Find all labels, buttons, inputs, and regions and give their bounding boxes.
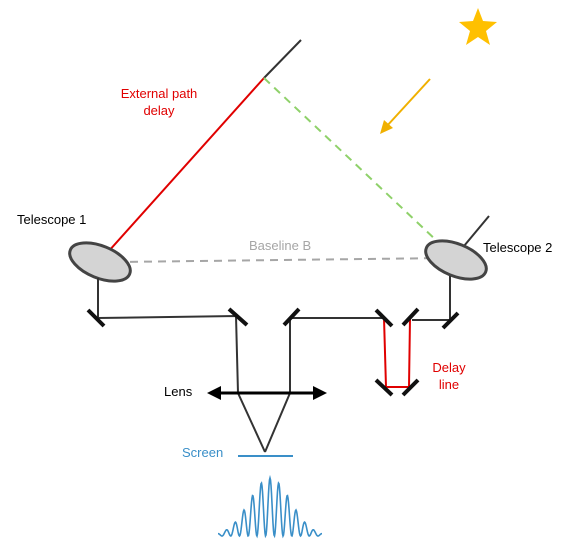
- delay-line-label: Delay: [432, 360, 466, 375]
- mirror-left-bottom: [86, 308, 106, 328]
- starlight-path-dashed: [263, 77, 455, 258]
- baseline-line: [115, 257, 448, 263]
- wavefront-line: [263, 39, 302, 79]
- interference-fringe-pattern: [218, 474, 322, 539]
- mirror-delay-top-left: [374, 308, 394, 328]
- telescope-2-mirror: [424, 239, 488, 281]
- telescope-2-label: Telescope 2: [483, 240, 552, 255]
- star-icon: [459, 8, 497, 45]
- telescope-1-label: Telescope 1: [17, 212, 86, 227]
- external-path-delay-label: External path: [121, 86, 198, 101]
- lens: [207, 386, 327, 400]
- telescope-1-mirror: [68, 241, 132, 283]
- external-path-delay-label-2: delay: [143, 103, 175, 118]
- mirror-right: [441, 311, 460, 330]
- external-path-delay-line: [98, 77, 265, 263]
- lens-label: Lens: [164, 384, 193, 399]
- mirror-center-right: [282, 307, 301, 327]
- delay-line-label-2: line: [439, 377, 459, 392]
- screen-label: Screen: [182, 445, 223, 460]
- mirror-delay-bottom-left: [374, 378, 394, 397]
- baseline-label: Baseline B: [249, 238, 311, 253]
- mirrors: [86, 307, 460, 397]
- mirror-center-left: [227, 307, 249, 327]
- mirror-delay-top-right: [401, 307, 420, 327]
- arrow-down-left-icon: [380, 78, 431, 134]
- mirror-delay-bottom-right: [401, 378, 420, 397]
- delay-line-path: [383, 317, 411, 388]
- beam-paths: [97, 276, 451, 453]
